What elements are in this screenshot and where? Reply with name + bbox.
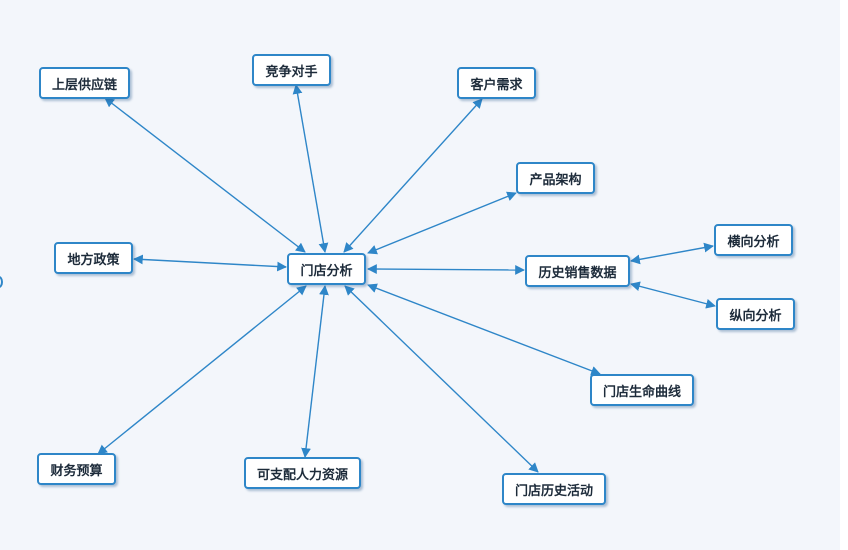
node-upstream-supply-chain[interactable]: 上层供应链: [39, 67, 130, 99]
connector-center-competitor: [292, 84, 329, 253]
node-product-architecture[interactable]: 产品架构: [516, 162, 595, 194]
node-store-analysis-center[interactable]: 门店分析: [287, 253, 366, 285]
connector-center-budget: [97, 285, 307, 455]
right-margin: [840, 0, 848, 550]
connector-center-lifecycle: [367, 283, 601, 376]
connector-center-upstream: [104, 97, 306, 253]
connector-center-customer: [343, 98, 483, 253]
connector-center-product: [367, 191, 517, 255]
connector-center-activity: [344, 285, 539, 473]
connector-center-hr: [301, 285, 329, 458]
node-competitor[interactable]: 竞争对手: [252, 54, 331, 86]
connector-sales-vertical: [630, 281, 716, 309]
node-store-history-activities[interactable]: 门店历史活动: [502, 473, 606, 505]
node-historical-sales-data[interactable]: 历史销售数据: [525, 255, 630, 287]
connector-center-history-sales: [367, 264, 525, 275]
connector-center-policy: [133, 254, 287, 272]
node-financial-budget[interactable]: 财务预算: [37, 453, 116, 485]
node-customer-demand[interactable]: 客户需求: [457, 67, 536, 99]
node-store-lifecycle-curve[interactable]: 门店生命曲线: [590, 374, 694, 406]
node-horizontal-analysis[interactable]: 横向分析: [714, 224, 793, 256]
node-local-policy[interactable]: 地方政策: [54, 242, 133, 274]
connector-sales-horizontal: [630, 242, 714, 265]
node-vertical-analysis[interactable]: 纵向分析: [716, 298, 795, 330]
node-available-hr[interactable]: 可支配人力资源: [244, 457, 361, 489]
